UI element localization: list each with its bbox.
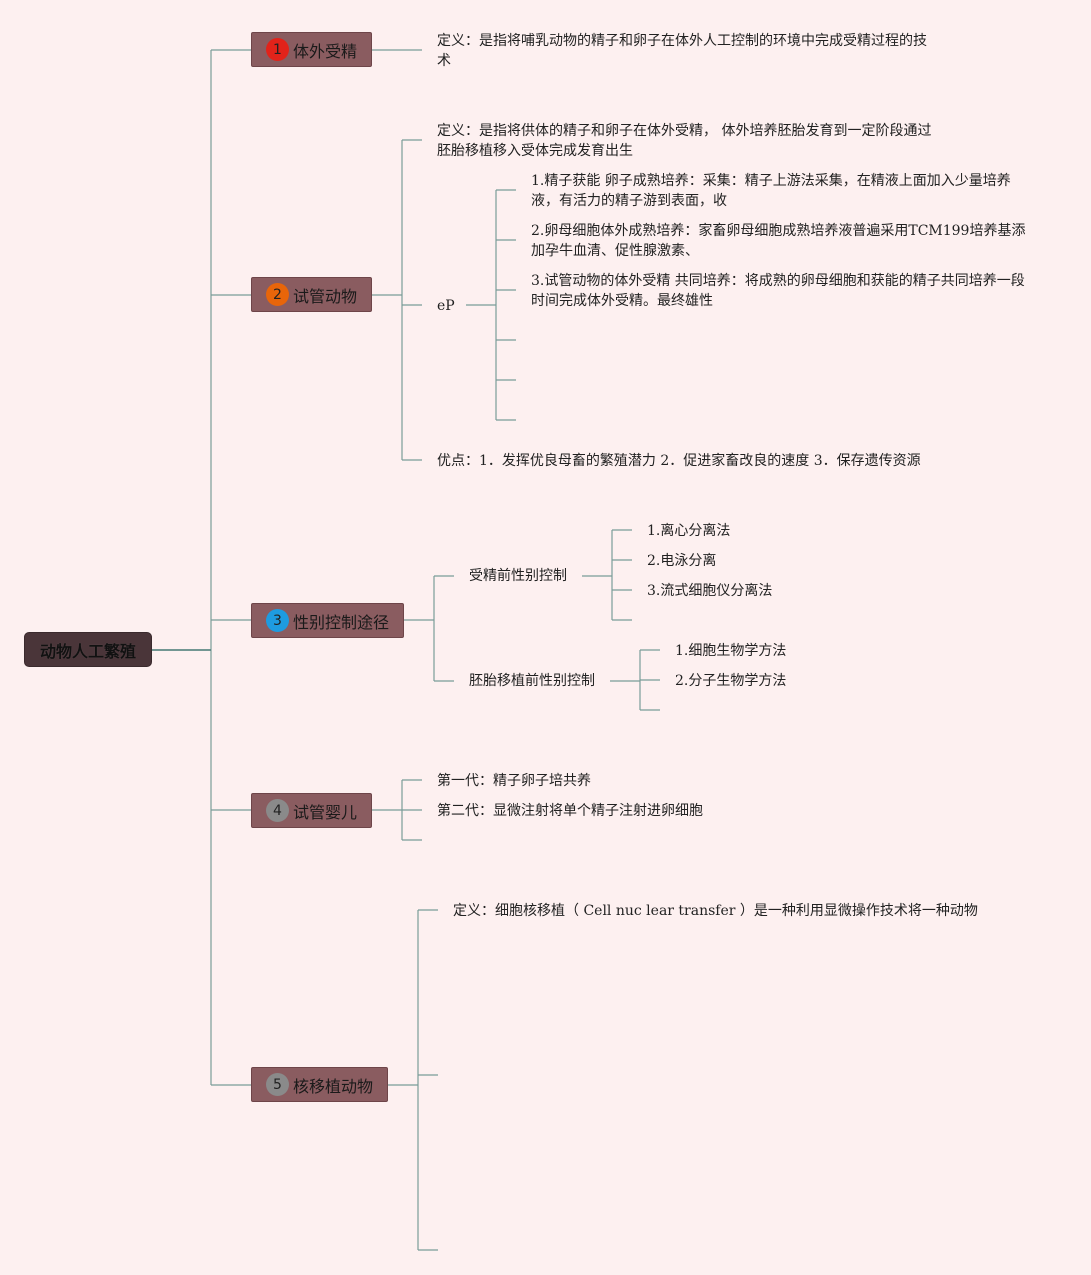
topic-node-2[interactable]: 2 试管动物 xyxy=(251,277,372,312)
ivf-generation-1[interactable]: 第一代：精子卵子培共养 xyxy=(437,773,591,789)
number-3-badge-icon: 3 xyxy=(266,609,289,632)
ep-item-2[interactable]: 2.卵母细胞体外成熟培养：家畜卵母细胞成熟培养液普遍采用TCM199培养基添加孕… xyxy=(531,223,1026,259)
topic-label-2: 试管动物 xyxy=(293,286,358,306)
topic-node-5[interactable]: 5 核移植动物 xyxy=(251,1067,388,1102)
group-pre-transfer[interactable]: 胚胎移植前性别控制 xyxy=(469,673,595,689)
pre-transfer-method-1[interactable]: 1.细胞生物学方法 xyxy=(675,643,787,659)
number-2-badge-icon: 2 xyxy=(266,283,289,306)
topic-node-1[interactable]: 1 体外受精 xyxy=(251,32,372,67)
ep-item-3[interactable]: 3.试管动物的体外受精 共同培养：将成熟的卵母细胞和获能的精子共同培养一段时间完… xyxy=(531,273,1025,309)
root-node[interactable]: 动物人工繁殖 xyxy=(25,633,151,666)
ivf-generation-2[interactable]: 第二代：显微注射将单个精子注射进卵细胞 xyxy=(437,803,703,819)
pre-fertilization-method-3[interactable]: 3.流式细胞仪分离法 xyxy=(647,583,773,599)
pre-fertilization-method-2[interactable]: 2.电泳分离 xyxy=(647,553,717,569)
topic-label-3: 性别控制途径 xyxy=(293,612,390,632)
number-1-badge-icon: 1 xyxy=(266,38,289,61)
topic-label-1: 体外受精 xyxy=(293,41,358,61)
topic-2-advantages[interactable]: 优点：1．发挥优良母畜的繁殖潜力 2．促进家畜改良的速度 3．保存遗传资源 xyxy=(437,453,921,469)
topic-node-4[interactable]: 4 试管婴儿 xyxy=(251,793,372,828)
ep-node[interactable]: eP xyxy=(437,298,455,314)
topic-node-3[interactable]: 3 性别控制途径 xyxy=(251,603,404,638)
group-pre-fertilization[interactable]: 受精前性别控制 xyxy=(469,568,567,584)
number-4-badge-icon: 4 xyxy=(266,799,289,822)
ep-item-1[interactable]: 1.精子获能 卵子成熟培养：采集：精子上游法采集，在精液上面加入少量培养液，有活… xyxy=(531,173,1011,209)
root-label: 动物人工繁殖 xyxy=(39,641,136,661)
topic-2-definition[interactable]: 定义：是指将供体的精子和卵子在体外受精， 体外培养胚胎发育到一定阶段通过胚胎移植… xyxy=(437,123,932,159)
number-5-badge-icon: 5 xyxy=(266,1073,289,1096)
pre-transfer-method-2[interactable]: 2.分子生物学方法 xyxy=(675,673,787,689)
topic-label-5: 核移植动物 xyxy=(293,1076,374,1096)
topic-1-definition[interactable]: 定义：是指将哺乳动物的精子和卵子在体外人工控制的环境中完成受精过程的技术 xyxy=(437,33,927,69)
topic-label-4: 试管婴儿 xyxy=(293,802,358,822)
pre-fertilization-method-1[interactable]: 1.离心分离法 xyxy=(647,523,731,539)
topic-5-definition[interactable]: 定义：细胞核移植（ Cell nuc lear transfer ）是一种利用显… xyxy=(453,903,978,919)
